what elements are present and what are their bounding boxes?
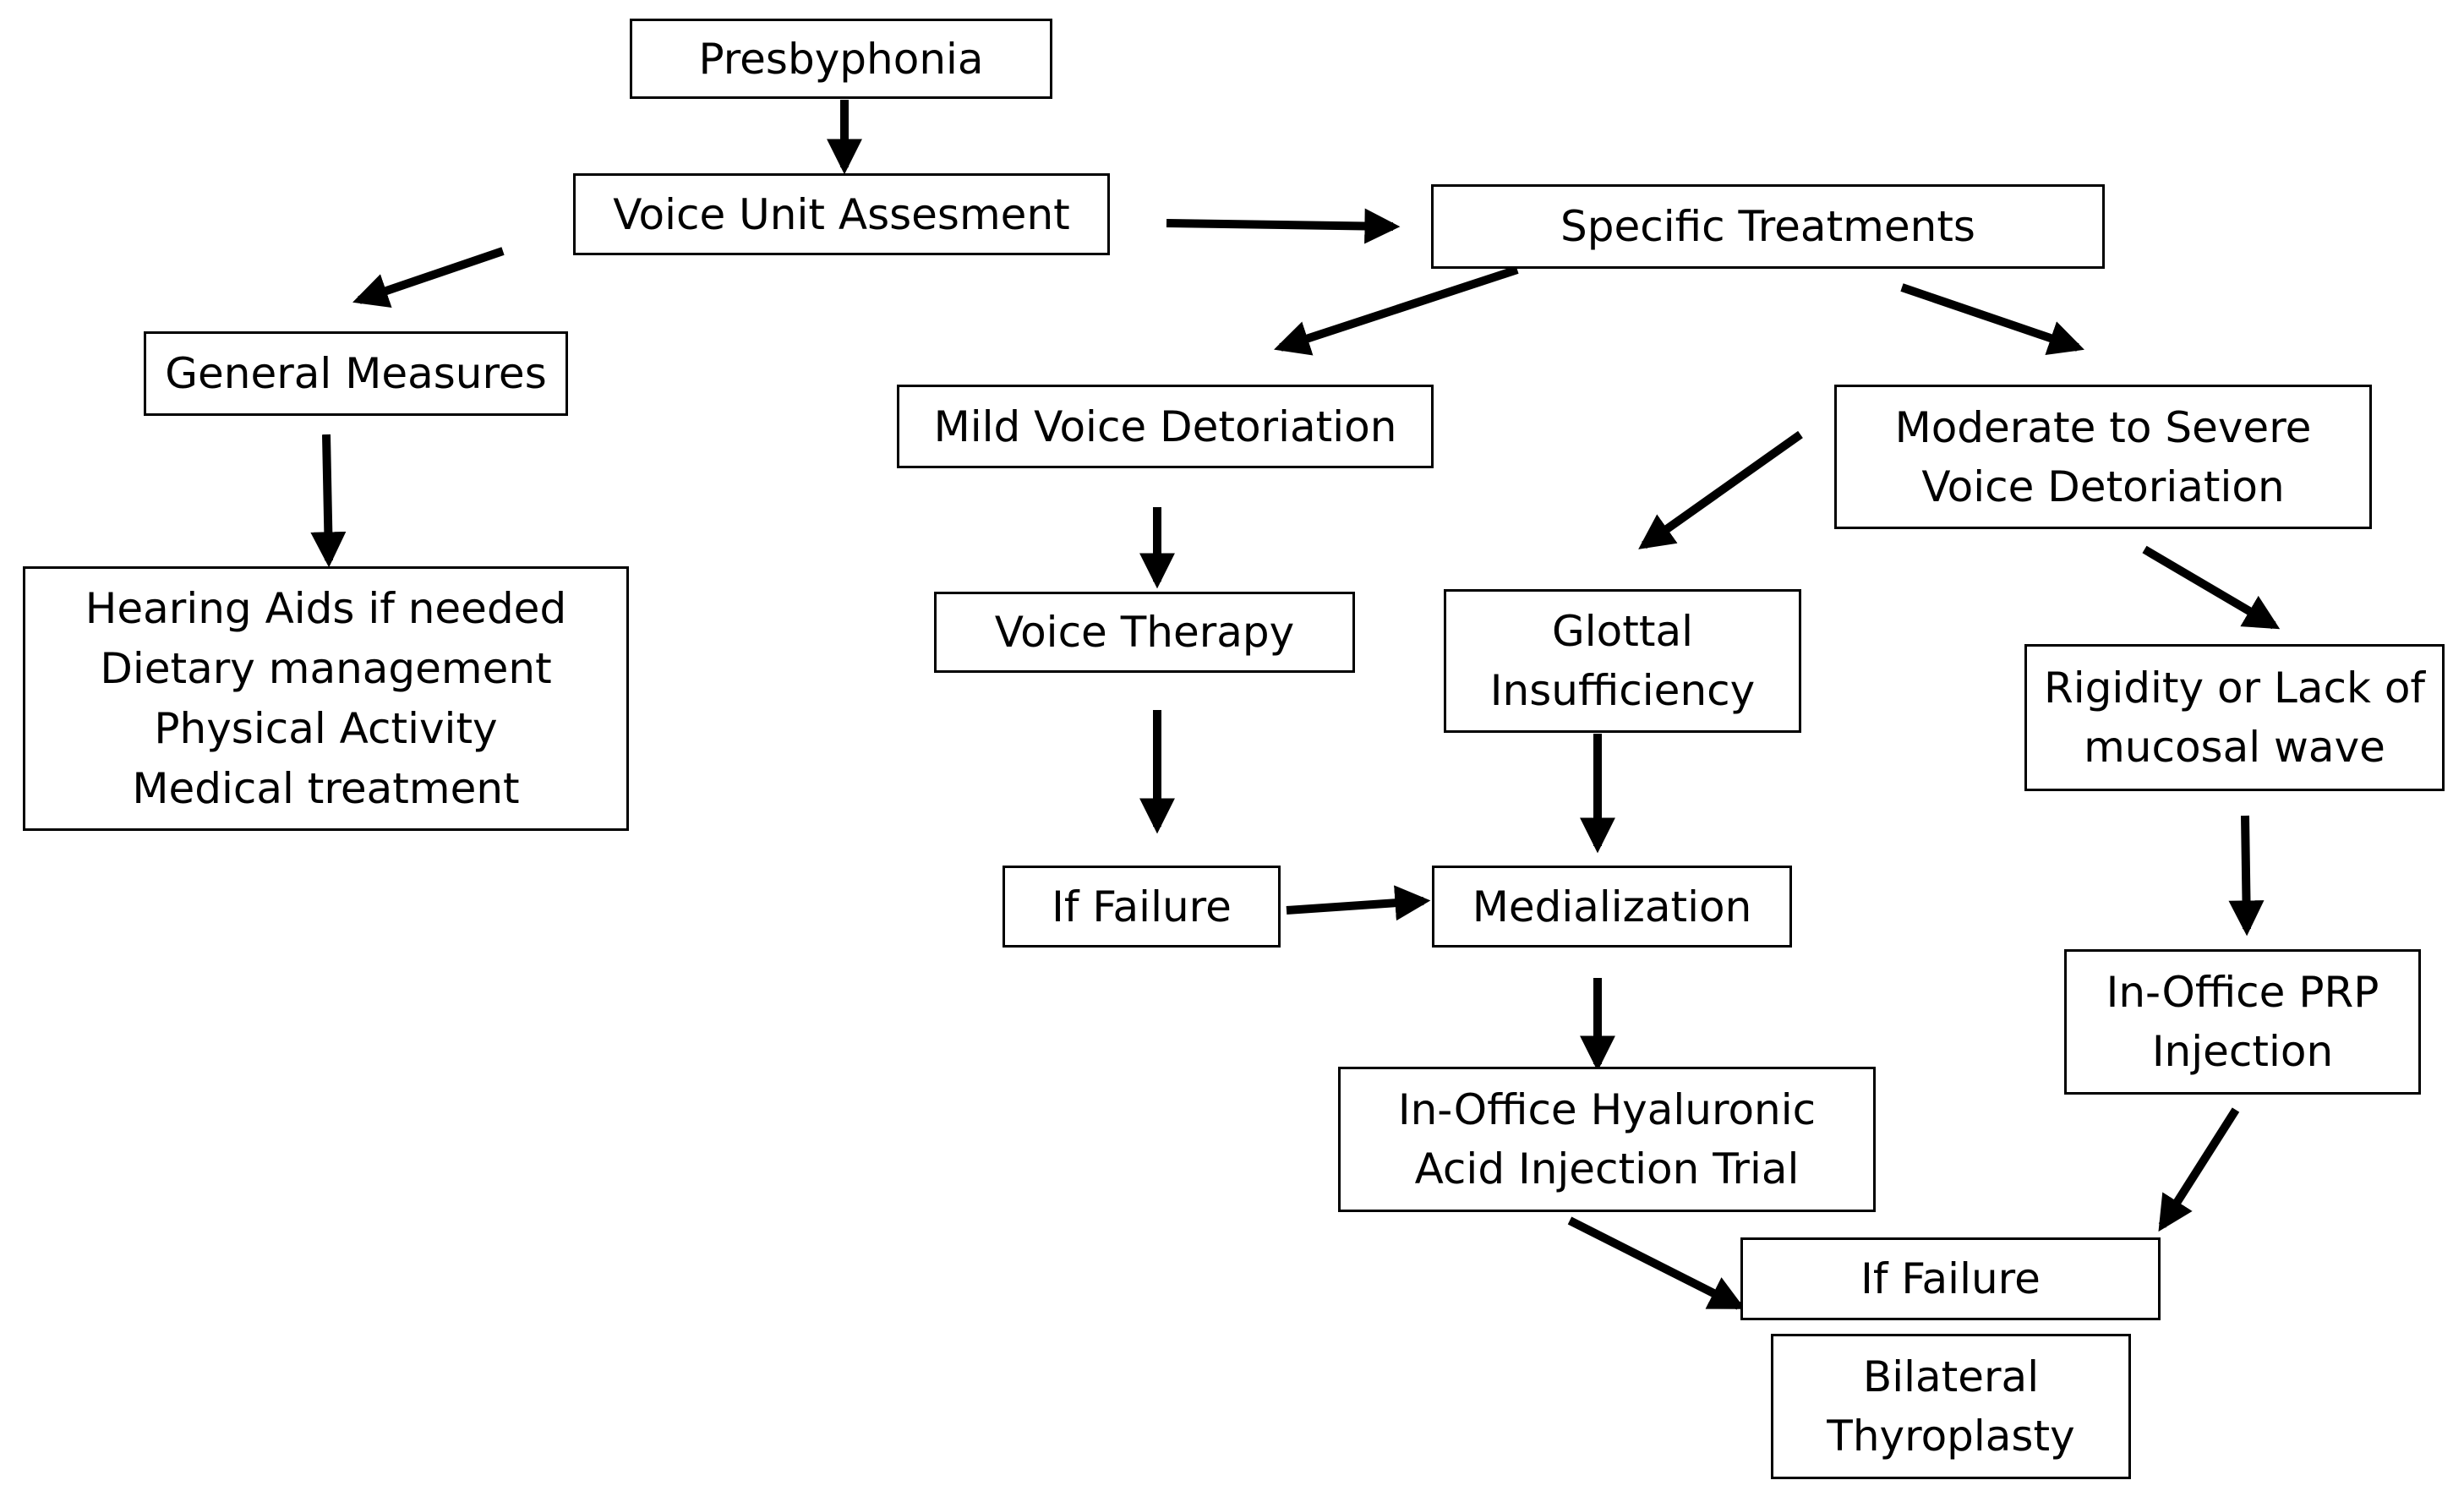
arrow-moderate-to-glottal [1638, 430, 1803, 549]
node-if-failure-left-line-1: If Failure [1052, 882, 1232, 931]
node-if-failure-right: If Failure [1740, 1237, 2161, 1320]
node-general-measures-list-line-4: Medical treatment [132, 763, 520, 813]
arrow-voice-unit-to-general-measures [352, 247, 505, 309]
node-rigidity-mucosal-wave: Rigidity or Lack of mucosal wave [2024, 644, 2445, 791]
node-general-measures-list: Hearing Aids if needed Dietary managemen… [23, 566, 629, 831]
node-rigidity-mucosal-wave-line-1: Rigidity or Lack of [2043, 664, 2426, 713]
node-general-measures-list-line-3: Physical Activity [154, 703, 498, 753]
arrow-rigidity-to-prp [2228, 815, 2265, 937]
node-glottal-insufficiency: Glottal Insufficiency [1444, 589, 1801, 733]
node-bilateral-thyroplasty-line-2: Thyroplasty [1827, 1412, 2075, 1461]
node-mild-voice-deterioration: Mild Voice Detoriation [897, 385, 1434, 468]
node-general-measures: General Measures [144, 331, 568, 416]
arrow-prp-to-if-failure [2158, 1107, 2240, 1232]
arrow-specific-to-moderate [1900, 283, 2084, 356]
arrow-moderate-to-rigidity [2142, 545, 2281, 630]
node-moderate-severe-voice-deterioration-line-2: Voice Detoriation [1921, 462, 2285, 511]
arrow-specific-to-mild [1274, 265, 1519, 356]
node-general-measures-list-line-1: Hearing Aids if needed [85, 583, 567, 633]
node-medialization: Medialization [1432, 866, 1792, 948]
node-general-measures-line-1: General Measures [165, 349, 547, 398]
node-specific-treatments: Specific Treatments [1431, 184, 2105, 269]
node-glottal-insufficiency-line-2: Insufficiency [1489, 666, 1756, 715]
node-moderate-severe-voice-deterioration: Moderate to Severe Voice Detoriation [1834, 385, 2372, 529]
node-moderate-severe-voice-deterioration-line-1: Moderate to Severe [1894, 402, 2312, 452]
node-rigidity-mucosal-wave-line-2: mucosal wave [2084, 723, 2385, 772]
node-bilateral-thyroplasty-line-1: Bilateral [1862, 1352, 2040, 1401]
node-in-office-prp-injection-line-2: Injection [2151, 1027, 2334, 1076]
arrow-if-failure-to-medialization [1286, 885, 1431, 921]
node-hyaluronic-acid-injection-trial: In-Office Hyaluronic Acid Injection Tria… [1338, 1067, 1876, 1212]
node-in-office-prp-injection: In-Office PRP Injection [2064, 949, 2421, 1095]
node-hyaluronic-acid-injection-trial-line-1: In-Office Hyaluronic [1397, 1085, 1817, 1134]
node-presbyphonia: Presbyphonia [630, 19, 1052, 99]
node-general-measures-list-line-2: Dietary management [100, 643, 552, 693]
node-if-failure-right-line-1: If Failure [1860, 1254, 2041, 1303]
node-if-failure-left: If Failure [1003, 866, 1281, 948]
node-hyaluronic-acid-injection-trial-line-2: Acid Injection Trial [1414, 1144, 1800, 1193]
node-voice-therapy-line-1: Voice Therapy [994, 608, 1295, 657]
node-specific-treatments-line-1: Specific Treatments [1560, 202, 1975, 251]
node-bilateral-thyroplasty: Bilateral Thyroplasty [1771, 1334, 2131, 1479]
node-mild-voice-deterioration-line-1: Mild Voice Detoriation [933, 401, 1397, 451]
arrow-hyaluronic-to-if-failure [1567, 1216, 1746, 1310]
node-in-office-prp-injection-line-1: In-Office PRP [2106, 968, 2379, 1017]
arrow-general-measures-to-list [310, 434, 347, 568]
node-voice-unit-assessment: Voice Unit Assesment [573, 173, 1110, 255]
arrow-voice-unit-to-specific-treatments [1166, 208, 1401, 244]
node-voice-therapy: Voice Therapy [934, 592, 1355, 673]
node-glottal-insufficiency-line-1: Glottal [1552, 607, 1693, 656]
node-medialization-line-1: Medialization [1472, 882, 1752, 931]
node-presbyphonia-line-1: Presbyphonia [698, 34, 984, 84]
node-voice-unit-assessment-line-1: Voice Unit Assesment [613, 189, 1070, 239]
